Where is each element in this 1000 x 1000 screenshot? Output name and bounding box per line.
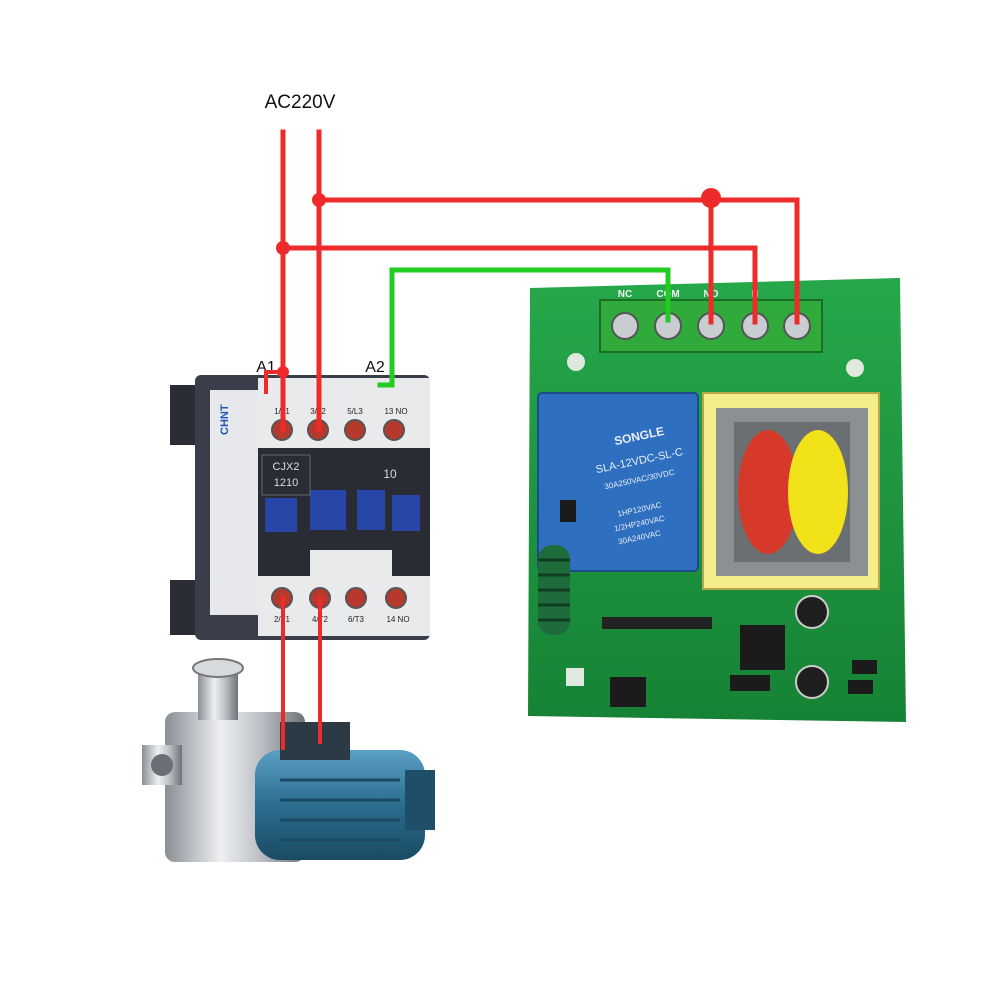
- contactor-aux-label: 10: [383, 467, 397, 481]
- junction-dot: [276, 241, 290, 255]
- coil-a2-label: A2: [365, 359, 385, 376]
- terminal-label-6: 6/T3: [348, 615, 365, 624]
- transformer: [702, 392, 880, 590]
- antenna-coil: [538, 545, 570, 635]
- junction-dot: [277, 366, 289, 378]
- junction-dot: [312, 193, 326, 207]
- junction-dot: [701, 188, 721, 208]
- contactor-model-line1: CJX2: [273, 461, 300, 473]
- wiring: [264, 129, 800, 750]
- contactor-model-line2: 1210: [274, 477, 298, 489]
- controller-board: NC COM NO N L SONGLE SLA-12VDC-SL-C 30A2…: [528, 278, 906, 722]
- terminal-label-14: 14 NO: [386, 615, 409, 624]
- terminal-label-5: 5/L3: [347, 407, 363, 416]
- supply-label: AC220V: [265, 92, 336, 113]
- contactor-brand: CHNT: [219, 404, 231, 435]
- power-wire-l1-to-n: [280, 245, 758, 325]
- motor: [255, 750, 425, 860]
- terminal-label-13: 13 NO: [384, 407, 407, 416]
- terminal-nc-label: NC: [618, 289, 632, 300]
- power-wire-l2-to-l: [316, 197, 800, 325]
- relay: [537, 392, 699, 572]
- signal-wire-com-a2: [377, 267, 671, 388]
- contactor: 1/L1 3/L2 5/L3 13 NO 2/T1 4/T2 6/T3 14 N…: [170, 359, 430, 640]
- controller-screws: [611, 312, 811, 340]
- water-pump-icon: [142, 658, 435, 862]
